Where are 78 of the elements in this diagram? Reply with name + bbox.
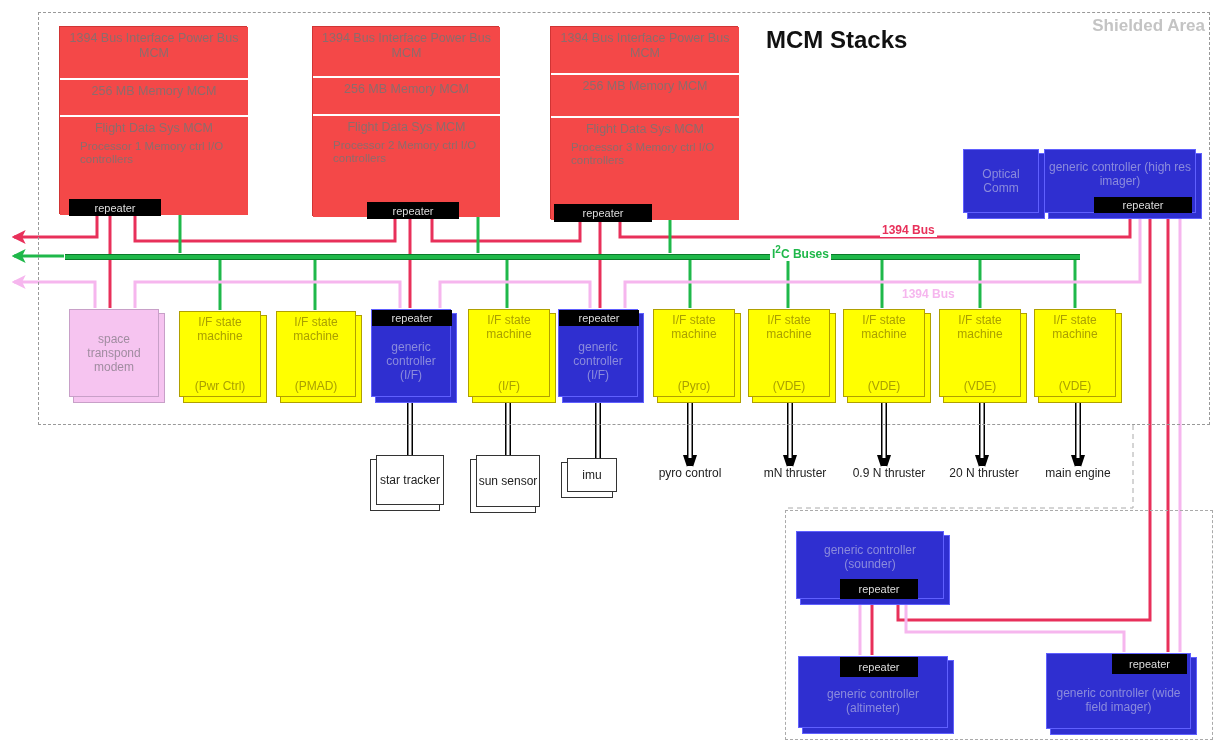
mcm-module-box <box>551 73 739 116</box>
bus-label: I$^{2}$C Buses <box>770 243 831 261</box>
box-label: 1394 Bus Interface Power Bus MCM <box>559 31 731 61</box>
box-label: I/F state machine <box>860 313 908 341</box>
box-label: (PMAD) <box>294 379 338 393</box>
box-label: imu <box>582 468 602 482</box>
box-label: generic controller (high res imager) <box>1048 160 1192 188</box>
repeater-box <box>559 310 639 326</box>
box-label: generic controller (I/F) <box>572 340 624 382</box>
box-label: I/F state machine <box>485 313 533 341</box>
box-label: (VDE) <box>772 379 806 393</box>
box-label: 1394 Bus Interface Power Bus MCM <box>321 31 492 61</box>
repeater-label: repeater <box>858 660 900 675</box>
mcm-module-box <box>60 78 248 115</box>
box-label: pyro control <box>658 466 722 480</box>
mcm-module-box <box>313 76 500 114</box>
bus-label: 1394 Bus <box>880 224 937 237</box>
repeater-label: repeater <box>1129 657 1170 672</box>
box-label: 256 MB Memory MCM <box>344 82 469 97</box>
box-label: I/F state machine <box>196 315 244 343</box>
mcm-module-box <box>313 114 500 217</box>
repeater-label: repeater <box>578 311 620 326</box>
bus-label: 1394 Bus <box>900 288 957 301</box>
repeater-box <box>1112 654 1187 674</box>
box-label: (VDE) <box>963 379 997 393</box>
repeater-label: repeater <box>858 582 900 597</box>
repeater-label: repeater <box>392 203 434 219</box>
box-label: 1394 Bus Interface Power Bus MCM <box>68 31 240 61</box>
box-label: Processor 2 Memory ctrl I/O controllers <box>332 138 478 165</box>
mcm-module-box <box>551 116 739 220</box>
repeater-box <box>1094 197 1192 213</box>
area-label: Shielded Area <box>1092 19 1205 33</box>
box-label: generic controller (sounder) <box>822 543 917 571</box>
box-label: main engine <box>1045 466 1111 480</box>
repeater-box <box>372 310 452 326</box>
repeater-box <box>554 204 652 222</box>
mcm-stack <box>312 26 499 216</box>
shielded-area-boundary <box>38 12 1210 425</box>
box-label: Processor 3 Memory ctrl I/O controllers <box>570 140 716 167</box>
box-label: 256 MB Memory MCM <box>582 79 708 94</box>
box-label: Flight Data Sys MCM <box>584 122 706 137</box>
repeater-box <box>840 579 918 599</box>
box-label: I/F state machine <box>292 315 340 343</box>
box-label: (Pyro) <box>677 379 711 393</box>
box-label: star tracker <box>380 473 440 487</box>
dashed-region-boundary <box>785 510 1213 740</box>
box-label: (I/F) <box>498 379 520 393</box>
repeater-label: repeater <box>391 311 433 326</box>
box-label: Processor 1 Memory ctrl I/O controllers <box>79 139 225 166</box>
repeater-box <box>840 657 918 677</box>
box-label: I/F state machine <box>670 313 718 341</box>
box-label: space transpond modem <box>86 332 142 374</box>
box-label: Flight Data Sys MCM <box>93 121 215 136</box>
box-label: mN thruster <box>763 466 827 480</box>
box-label: (VDE) <box>867 379 901 393</box>
repeater-label: repeater <box>1122 198 1164 213</box>
repeater-box <box>367 202 459 219</box>
box-label: generic controller (altimeter) <box>825 687 920 715</box>
box-label: generic controller (wide field imager) <box>1055 686 1182 714</box>
box-label: I/F state machine <box>956 313 1004 341</box>
box-label: sun sensor <box>478 474 538 488</box>
box-label: I/F state machine <box>765 313 813 341</box>
box-label: 256 MB Memory MCM <box>91 84 217 99</box>
box-label: generic controller (I/F) <box>385 340 437 382</box>
box-label: I/F state machine <box>1051 313 1099 341</box>
box-label: 20 N thruster <box>949 466 1019 480</box>
mcm-stack <box>550 26 738 219</box>
box-label: Optical Comm <box>981 167 1021 195</box>
mcm-module-box <box>60 115 248 215</box>
repeater-box <box>69 199 161 216</box>
repeater-label: repeater <box>94 200 136 216</box>
mcm-stack <box>59 26 247 214</box>
box-label: (VDE) <box>1058 379 1092 393</box>
repeater-label: repeater <box>582 206 624 221</box>
box-label: Flight Data Sys MCM <box>346 120 467 135</box>
diagram-title: MCM Stacks <box>766 26 908 54</box>
box-label: (Pwr Ctrl) <box>194 379 246 393</box>
box-label: 0.9 N thruster <box>852 466 926 480</box>
